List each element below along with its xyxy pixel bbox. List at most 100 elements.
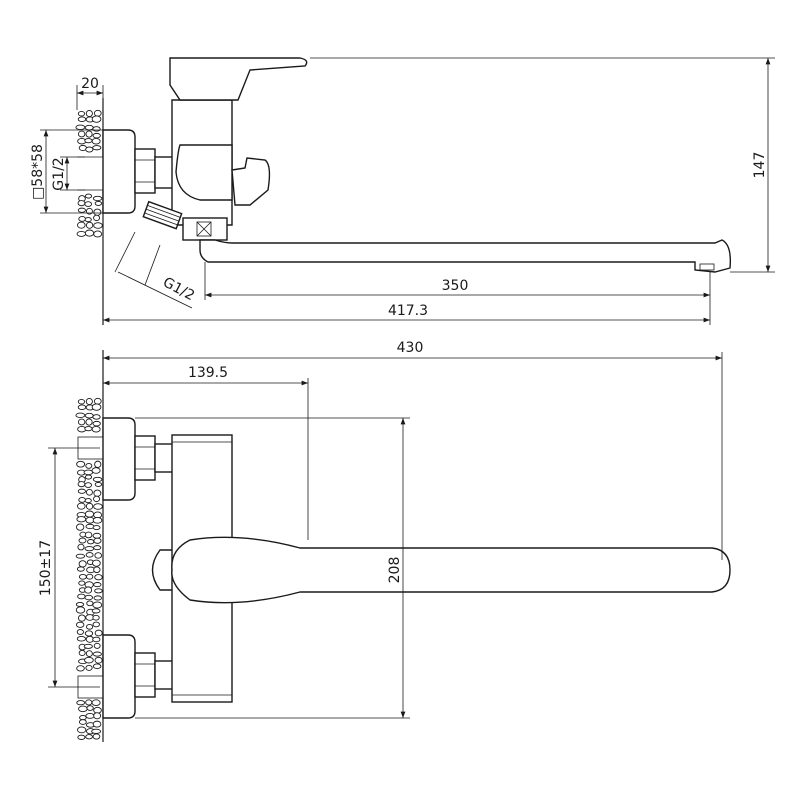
lever-and-spout <box>171 536 731 604</box>
upper-connector <box>154 443 174 473</box>
stone <box>93 712 102 720</box>
stone <box>84 193 93 199</box>
stone <box>92 476 103 483</box>
label-flange-size: □58*58 <box>30 144 46 200</box>
stone <box>92 559 101 567</box>
stone <box>78 649 86 657</box>
stone <box>84 124 94 131</box>
stone <box>91 467 101 474</box>
stone <box>85 664 93 671</box>
side-view: 20 □58*58 G1/2 G1/2 147 350 417.3 <box>30 57 775 325</box>
aerator <box>699 263 715 271</box>
upper-wall-flange <box>102 417 136 501</box>
stone <box>83 643 93 649</box>
stone <box>84 138 93 144</box>
stone <box>77 404 87 410</box>
stone <box>77 502 86 510</box>
stone <box>78 580 86 586</box>
stone <box>84 630 94 637</box>
stone <box>84 426 93 432</box>
stone <box>84 201 92 207</box>
stone <box>91 608 101 614</box>
stone <box>93 214 101 222</box>
stone <box>85 734 93 740</box>
stone <box>85 418 93 426</box>
stone <box>84 586 93 594</box>
stone <box>84 482 92 488</box>
label-spout-reach: 350 <box>442 278 469 294</box>
stone <box>85 713 95 719</box>
stone <box>91 115 102 123</box>
stone <box>84 510 95 518</box>
diverter-knob <box>231 157 271 206</box>
stone <box>78 216 87 222</box>
stone <box>75 124 86 131</box>
stone <box>86 623 94 630</box>
stone <box>93 208 102 216</box>
stone <box>86 705 94 711</box>
stone <box>92 663 102 670</box>
stone <box>84 656 94 664</box>
stone <box>77 488 86 494</box>
stone <box>85 552 94 558</box>
stone <box>91 403 102 411</box>
stone <box>83 469 94 476</box>
stone <box>92 621 100 628</box>
stone <box>77 726 87 734</box>
stone <box>92 126 101 132</box>
label-outlet-thread: G1/2 <box>160 274 197 304</box>
stone <box>78 560 87 568</box>
stone <box>76 516 87 523</box>
stone <box>91 426 101 433</box>
wall-stone-texture <box>75 397 103 740</box>
stone <box>93 489 102 497</box>
label-height: 147 <box>752 152 768 179</box>
stone <box>76 700 86 706</box>
stone <box>93 495 101 503</box>
label-wall-thickness: 20 <box>81 76 99 92</box>
stone <box>92 517 103 524</box>
stone <box>84 217 92 223</box>
stone <box>76 230 87 237</box>
stone <box>94 481 103 487</box>
stone <box>91 728 102 734</box>
stone <box>91 699 101 706</box>
square-x-mark-icon <box>196 221 212 237</box>
label-total-reach: 417.3 <box>388 303 428 319</box>
stone <box>87 539 95 545</box>
stone <box>85 110 93 118</box>
stone <box>92 651 102 657</box>
lower-connector <box>154 660 174 690</box>
stone <box>84 412 94 419</box>
lower-wall-flange <box>102 634 136 719</box>
stone <box>93 582 102 588</box>
top-view: 430 139.5 150±17 208 <box>38 340 731 742</box>
stone <box>93 545 102 551</box>
stone <box>94 588 103 594</box>
stone <box>76 460 86 468</box>
stone <box>86 600 94 607</box>
stone <box>76 523 85 531</box>
stone <box>91 138 101 145</box>
stone <box>93 109 102 117</box>
hex-nut <box>134 148 156 194</box>
stone <box>92 720 102 728</box>
stone <box>77 116 87 122</box>
stone <box>75 606 86 614</box>
stone <box>93 537 102 544</box>
stone <box>84 531 93 539</box>
stone <box>77 734 86 740</box>
stone <box>94 656 103 664</box>
stone <box>93 566 101 574</box>
dim-outlet-thread <box>117 271 193 309</box>
stone <box>77 543 85 551</box>
stone <box>78 705 88 713</box>
stone <box>92 195 103 202</box>
stone <box>93 397 102 405</box>
lower-hex-nut <box>134 652 156 698</box>
stone <box>92 420 101 427</box>
stone <box>78 537 87 544</box>
stone <box>85 502 94 510</box>
label-body-offset: 139.5 <box>188 365 228 381</box>
